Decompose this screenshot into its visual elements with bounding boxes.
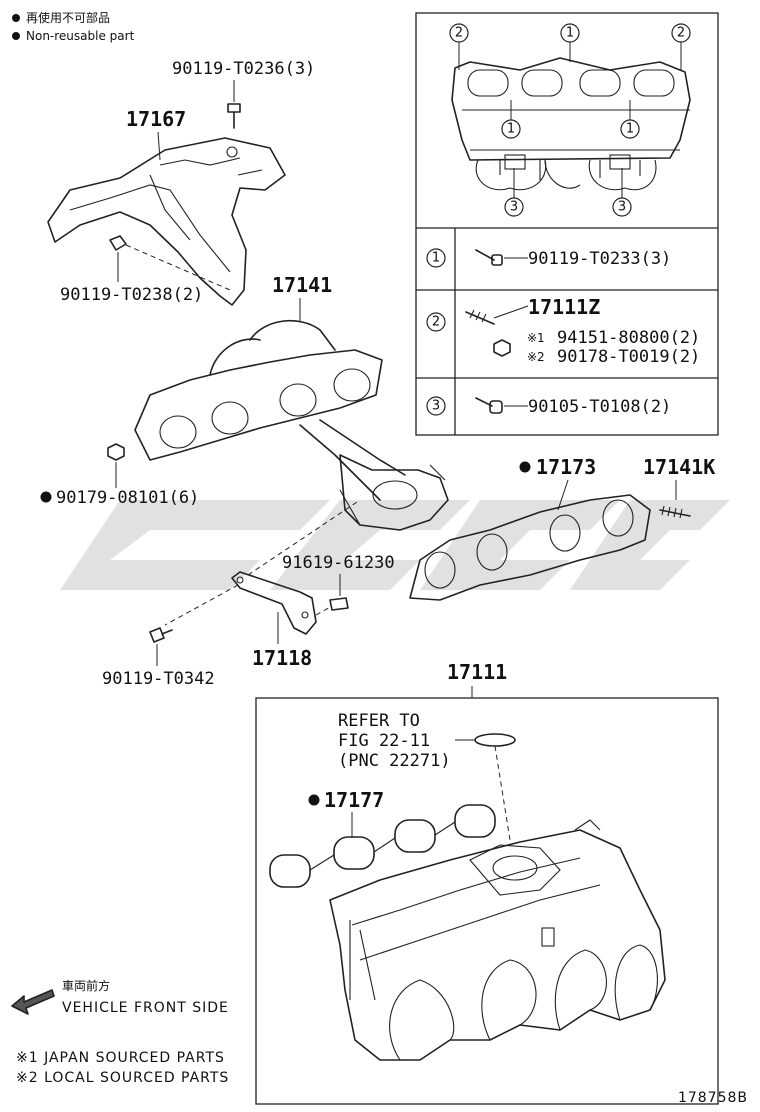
bolt-icon <box>475 249 503 266</box>
marker-2-right <box>671 23 691 43</box>
row2-sub2-mark: ※2 <box>527 350 545 364</box>
non-reusable-dot-icon <box>12 32 20 40</box>
flange-bolt-icon <box>475 397 503 414</box>
non-reusable-dot-icon <box>308 794 320 806</box>
nut-icon <box>493 339 511 357</box>
marker-2-left <box>449 23 469 43</box>
bolt-t0236-icon <box>227 103 241 129</box>
marker-3-left <box>504 197 524 217</box>
row3-marker-label: 3 <box>432 399 440 414</box>
marker-1-mid-right-label: 1 <box>626 122 634 137</box>
label-stud-17141k: 17141K <box>643 455 715 479</box>
refer-line3: (PNC 22271) <box>338 751 451 771</box>
label-bolt-t0236: 90119-T0236(3) <box>172 59 315 79</box>
marker-1-top <box>560 23 580 43</box>
front-line1: 車両前方 <box>62 978 110 993</box>
stud-17141k-icon <box>659 505 691 519</box>
marker-2-left-label: 2 <box>455 26 463 41</box>
marker-3-right <box>612 197 632 217</box>
intake-manifold-drawing <box>329 819 666 1061</box>
marker-1-top-label: 1 <box>566 26 574 41</box>
row1-part: 90119-T0233(3) <box>528 249 671 269</box>
row2-marker <box>426 312 446 332</box>
row1-marker-label: 1 <box>432 251 440 266</box>
label-bolt-t0342: 90119-T0342 <box>102 669 215 689</box>
gasket-17177-drawing <box>269 804 496 888</box>
label-heat-insulator: 17167 <box>126 107 186 131</box>
gasket-17173-drawing <box>409 494 651 601</box>
label-bracket: 17118 <box>252 646 312 670</box>
row2-sub1: 94151-80800(2) <box>557 328 700 348</box>
bolt-t0238-icon <box>109 235 127 251</box>
non-reusable-dot-icon <box>40 491 52 503</box>
bolt-t0342-icon <box>149 627 173 643</box>
marker-1-mid-left <box>501 119 521 139</box>
refer-line1: REFER TO <box>338 711 420 731</box>
row2-marker-label: 2 <box>432 315 440 330</box>
row2-sub2: 90178-T0019(2) <box>557 347 700 367</box>
marker-1-mid-left-label: 1 <box>507 122 515 137</box>
marker-1-mid-right <box>620 119 640 139</box>
bolt-61230-icon <box>329 597 349 611</box>
marker-3-right-label: 3 <box>618 200 626 215</box>
legend-line1: 再使用不可部品 <box>26 10 110 25</box>
footnote-2: ※2 LOCAL SOURCED PARTS <box>16 1070 229 1086</box>
label-bolt-61230: 91619-61230 <box>282 553 395 573</box>
refer-line2: FIG 22-11 <box>338 731 430 751</box>
row2-sub1-mark: ※1 <box>527 331 545 345</box>
nut-08101-icon <box>107 443 125 461</box>
arrow-left-icon <box>11 989 55 1015</box>
bracket-drawing <box>231 571 317 635</box>
heat-insulator-drawing <box>47 137 286 306</box>
label-gasket-17173: 17173 <box>536 455 596 479</box>
non-reusable-dot-icon <box>519 461 531 473</box>
row3-part: 90105-T0108(2) <box>528 397 671 417</box>
o-ring-drawing <box>474 733 516 747</box>
non-reusable-dot-icon <box>12 14 20 22</box>
label-bolt-t0238: 90119-T0238(2) <box>60 285 203 305</box>
marker-3-left-label: 3 <box>510 200 518 215</box>
label-exhaust-manifold: 17141 <box>272 273 332 297</box>
marker-2-right-label: 2 <box>677 26 685 41</box>
exhaust-manifold-drawing <box>134 319 449 531</box>
row3-marker <box>426 396 446 416</box>
row1-marker <box>426 248 446 268</box>
front-line2: VEHICLE FRONT SIDE <box>62 1000 229 1016</box>
watermark-logo <box>60 500 730 590</box>
stud-icon <box>465 309 495 325</box>
label-intake-manifold: 17111 <box>447 660 507 684</box>
intake-manifold-box <box>255 697 719 1105</box>
inset-box: 2 1 2 1 1 3 3 1 90119-T0233(3) 2 <box>415 12 719 436</box>
legend-line2: Non-reusable part <box>26 29 135 43</box>
row2-part: 17111Z <box>528 295 600 319</box>
footnote-1: ※1 JAPAN SOURCED PARTS <box>16 1050 225 1066</box>
label-gasket-17177: 17177 <box>324 788 384 812</box>
figure-id: 178758B <box>678 1090 748 1106</box>
label-nut-08101: 90179-08101(6) <box>56 488 199 508</box>
intake-top-view <box>451 57 691 191</box>
